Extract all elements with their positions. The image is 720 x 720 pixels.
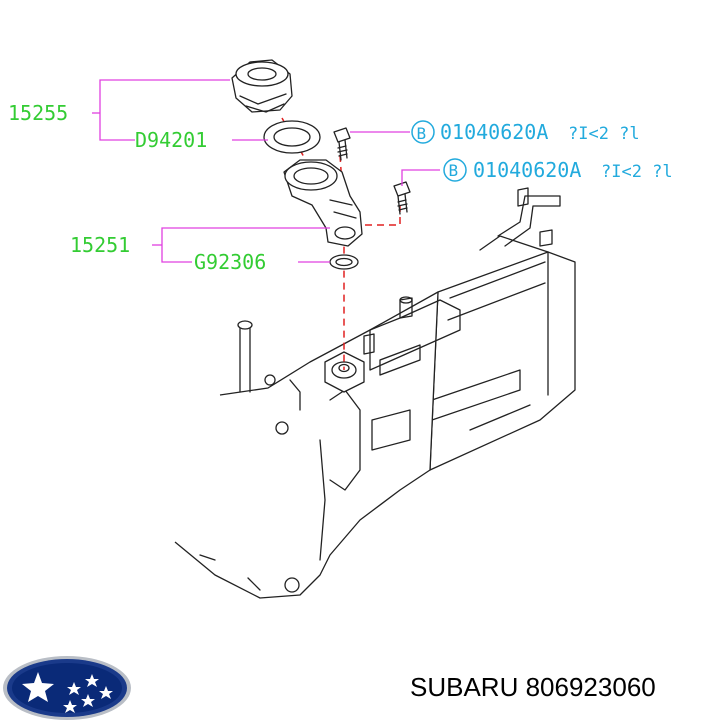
bolt-drawing-2 <box>393 181 411 215</box>
bolt-label-1: B 01040620A ?I<2 ?l <box>411 120 640 144</box>
circle-letter: B <box>449 161 459 180</box>
bolt-code-2: 01040620A <box>473 158 581 182</box>
brand-name: SUBARU <box>410 672 519 702</box>
subaru-logo-icon <box>3 656 131 720</box>
oil-filler-cap-drawing <box>231 59 293 113</box>
o-ring-drawing <box>329 254 359 270</box>
part-number: 806923060 <box>525 672 656 702</box>
circle-b-icon <box>411 120 435 144</box>
bolt-tail-2: ?I<2 ?l <box>601 162 673 182</box>
part-label-15251: 15251 <box>70 233 130 257</box>
part-label-15255: 15255 <box>8 101 68 125</box>
engine-block-drawing <box>174 187 576 599</box>
bolt-code-1: 01040620A <box>440 120 548 144</box>
leader-lines <box>92 79 440 263</box>
part-label-d94201: D94201 <box>135 128 207 152</box>
gasket-drawing <box>263 120 321 154</box>
bolt-tail-1: ?I<2 ?l <box>568 124 640 144</box>
part-label-g92306: G92306 <box>194 250 266 274</box>
filler-pipe-drawing <box>283 159 363 247</box>
bolt-drawing-1 <box>333 127 351 161</box>
circle-letter: B <box>417 124 427 143</box>
bolt-label-2: B 01040620A ?I<2 ?l <box>443 158 673 182</box>
circle-b-icon <box>443 158 467 182</box>
part-caption: SUBARU 806923060 <box>410 672 656 703</box>
